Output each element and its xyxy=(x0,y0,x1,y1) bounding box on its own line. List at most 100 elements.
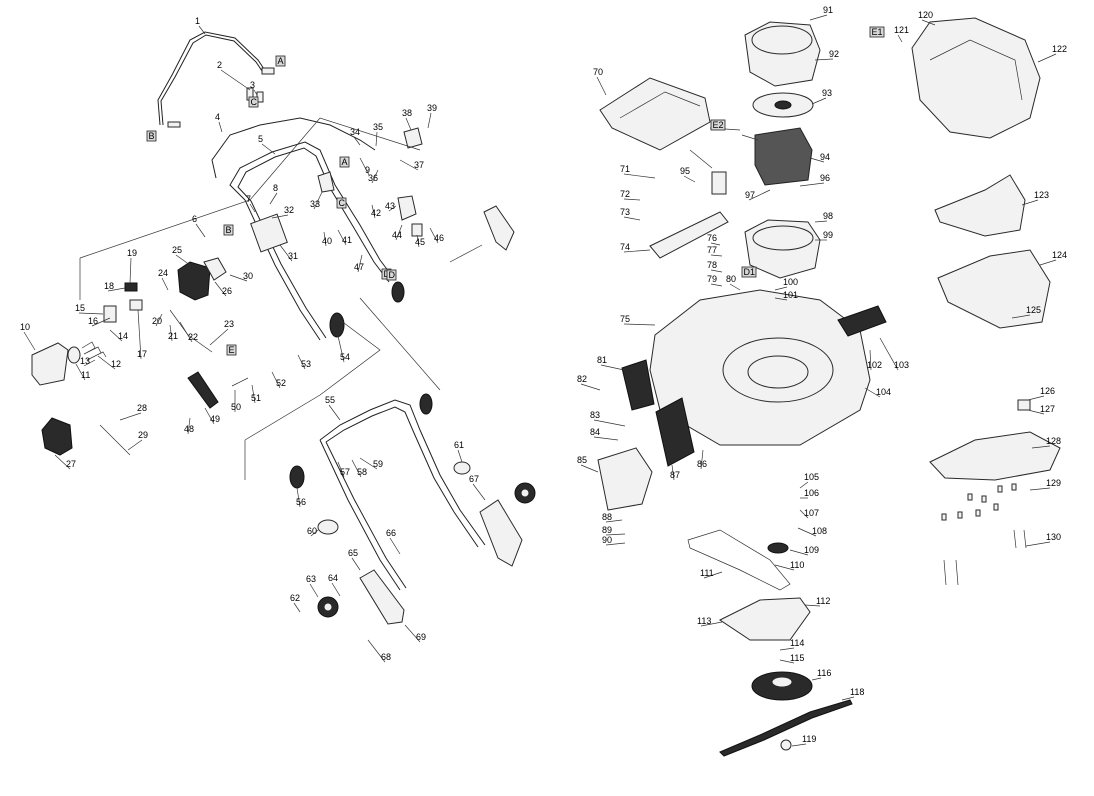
plate-67 xyxy=(479,499,523,567)
part-label-78: 78 xyxy=(707,260,717,270)
leader-line xyxy=(1029,487,1051,491)
part-label-8: 8 xyxy=(273,183,278,193)
part-label-124: 124 xyxy=(1052,250,1067,260)
part-label-45: 45 xyxy=(415,237,425,247)
main-handle-inner xyxy=(237,147,390,283)
capacitor-95 xyxy=(711,171,727,195)
part-label-3: 3 xyxy=(250,80,255,90)
part-label-91: 91 xyxy=(823,5,833,15)
part-label-34: 34 xyxy=(350,127,360,137)
part-label-33: 33 xyxy=(310,199,320,209)
marker-d1: D1 xyxy=(744,267,756,277)
marker-c: C xyxy=(339,198,346,208)
part-38 xyxy=(403,127,423,149)
leader-line xyxy=(841,696,855,701)
leader-line xyxy=(204,407,215,425)
leader-line xyxy=(623,249,651,253)
part-label-59: 59 xyxy=(373,459,383,469)
wheel-63-hub xyxy=(323,602,333,612)
part-label-35: 35 xyxy=(373,122,383,132)
blade-fan-hub xyxy=(771,676,793,688)
leader-line xyxy=(220,69,251,91)
rods-130 xyxy=(943,529,1027,586)
part-label-30: 30 xyxy=(243,271,253,281)
marker-b: B xyxy=(226,225,232,235)
leader-line xyxy=(774,297,788,301)
part-label-108: 108 xyxy=(812,526,827,536)
part-label-50: 50 xyxy=(231,402,241,412)
wheel-top xyxy=(419,393,433,415)
leader-line xyxy=(83,359,96,367)
leader-line xyxy=(1025,541,1051,547)
leader-line xyxy=(1039,259,1057,266)
leader-line xyxy=(811,97,827,105)
part-label-101: 101 xyxy=(783,290,798,300)
part-label-12: 12 xyxy=(111,359,121,369)
part-label-75: 75 xyxy=(620,314,630,324)
wheel-right-hub xyxy=(520,488,530,498)
leader-line xyxy=(249,203,256,213)
leader-line xyxy=(623,173,656,179)
part-33 xyxy=(317,171,335,193)
lower-handle-inner xyxy=(325,406,479,548)
reference-markers: AABBCCDDEE1E2D1 xyxy=(146,26,885,356)
leader-line xyxy=(351,557,361,571)
lower-handle xyxy=(319,399,486,546)
leader-line xyxy=(54,454,71,470)
marker-e: E xyxy=(229,345,235,355)
leader-line xyxy=(337,229,347,246)
leader-line xyxy=(271,214,289,219)
leader-line xyxy=(218,121,223,133)
leader-line xyxy=(593,436,619,441)
leader-line xyxy=(799,182,825,187)
part-label-70: 70 xyxy=(593,67,603,77)
part-label-120: 120 xyxy=(918,10,933,20)
leader-line xyxy=(623,323,656,326)
leader-line xyxy=(161,277,169,291)
leader-line xyxy=(811,677,822,681)
part-label-39: 39 xyxy=(427,103,437,113)
leader-line xyxy=(198,25,206,35)
main-handle xyxy=(229,141,396,281)
leader-line xyxy=(897,34,903,43)
part-label-96: 96 xyxy=(820,173,830,183)
part-label-62: 62 xyxy=(290,593,300,603)
part-label-28: 28 xyxy=(137,403,147,413)
bar-end-a xyxy=(261,67,275,75)
leader-line xyxy=(279,244,293,262)
leader-line xyxy=(700,449,704,470)
leader-line xyxy=(700,621,723,627)
part-124 xyxy=(937,249,1051,329)
part-label-71: 71 xyxy=(620,164,630,174)
part-label-58: 58 xyxy=(357,467,367,477)
leader-line xyxy=(119,412,142,421)
deck-bowl-inner xyxy=(747,355,809,389)
part-label-9: 9 xyxy=(365,165,370,175)
leader-line xyxy=(195,223,206,238)
leader-line xyxy=(404,624,421,643)
part-label-72: 72 xyxy=(620,189,630,199)
cap-wire xyxy=(689,149,713,169)
leader-line xyxy=(297,354,306,370)
part-label-25: 25 xyxy=(172,245,182,255)
leader-line xyxy=(1027,409,1045,415)
leader-line xyxy=(375,131,378,147)
part-label-107: 107 xyxy=(804,508,819,518)
part-label-1: 1 xyxy=(195,16,200,26)
part-label-23: 23 xyxy=(224,319,234,329)
part-label-29: 29 xyxy=(138,430,148,440)
part-label-67: 67 xyxy=(469,474,479,484)
switch-box xyxy=(177,261,211,301)
part-label-105: 105 xyxy=(804,472,819,482)
part-label-82: 82 xyxy=(577,374,587,384)
part-label-128: 128 xyxy=(1046,436,1061,446)
part-label-76: 76 xyxy=(707,233,717,243)
part-label-88: 88 xyxy=(602,512,612,522)
marker-box-e2 xyxy=(710,119,726,131)
part-label-7: 7 xyxy=(246,194,251,204)
part-label-52: 52 xyxy=(276,378,286,388)
part-label-98: 98 xyxy=(823,211,833,221)
part-label-95: 95 xyxy=(680,166,690,176)
leader-line xyxy=(388,205,397,212)
part-label-14: 14 xyxy=(118,331,128,341)
